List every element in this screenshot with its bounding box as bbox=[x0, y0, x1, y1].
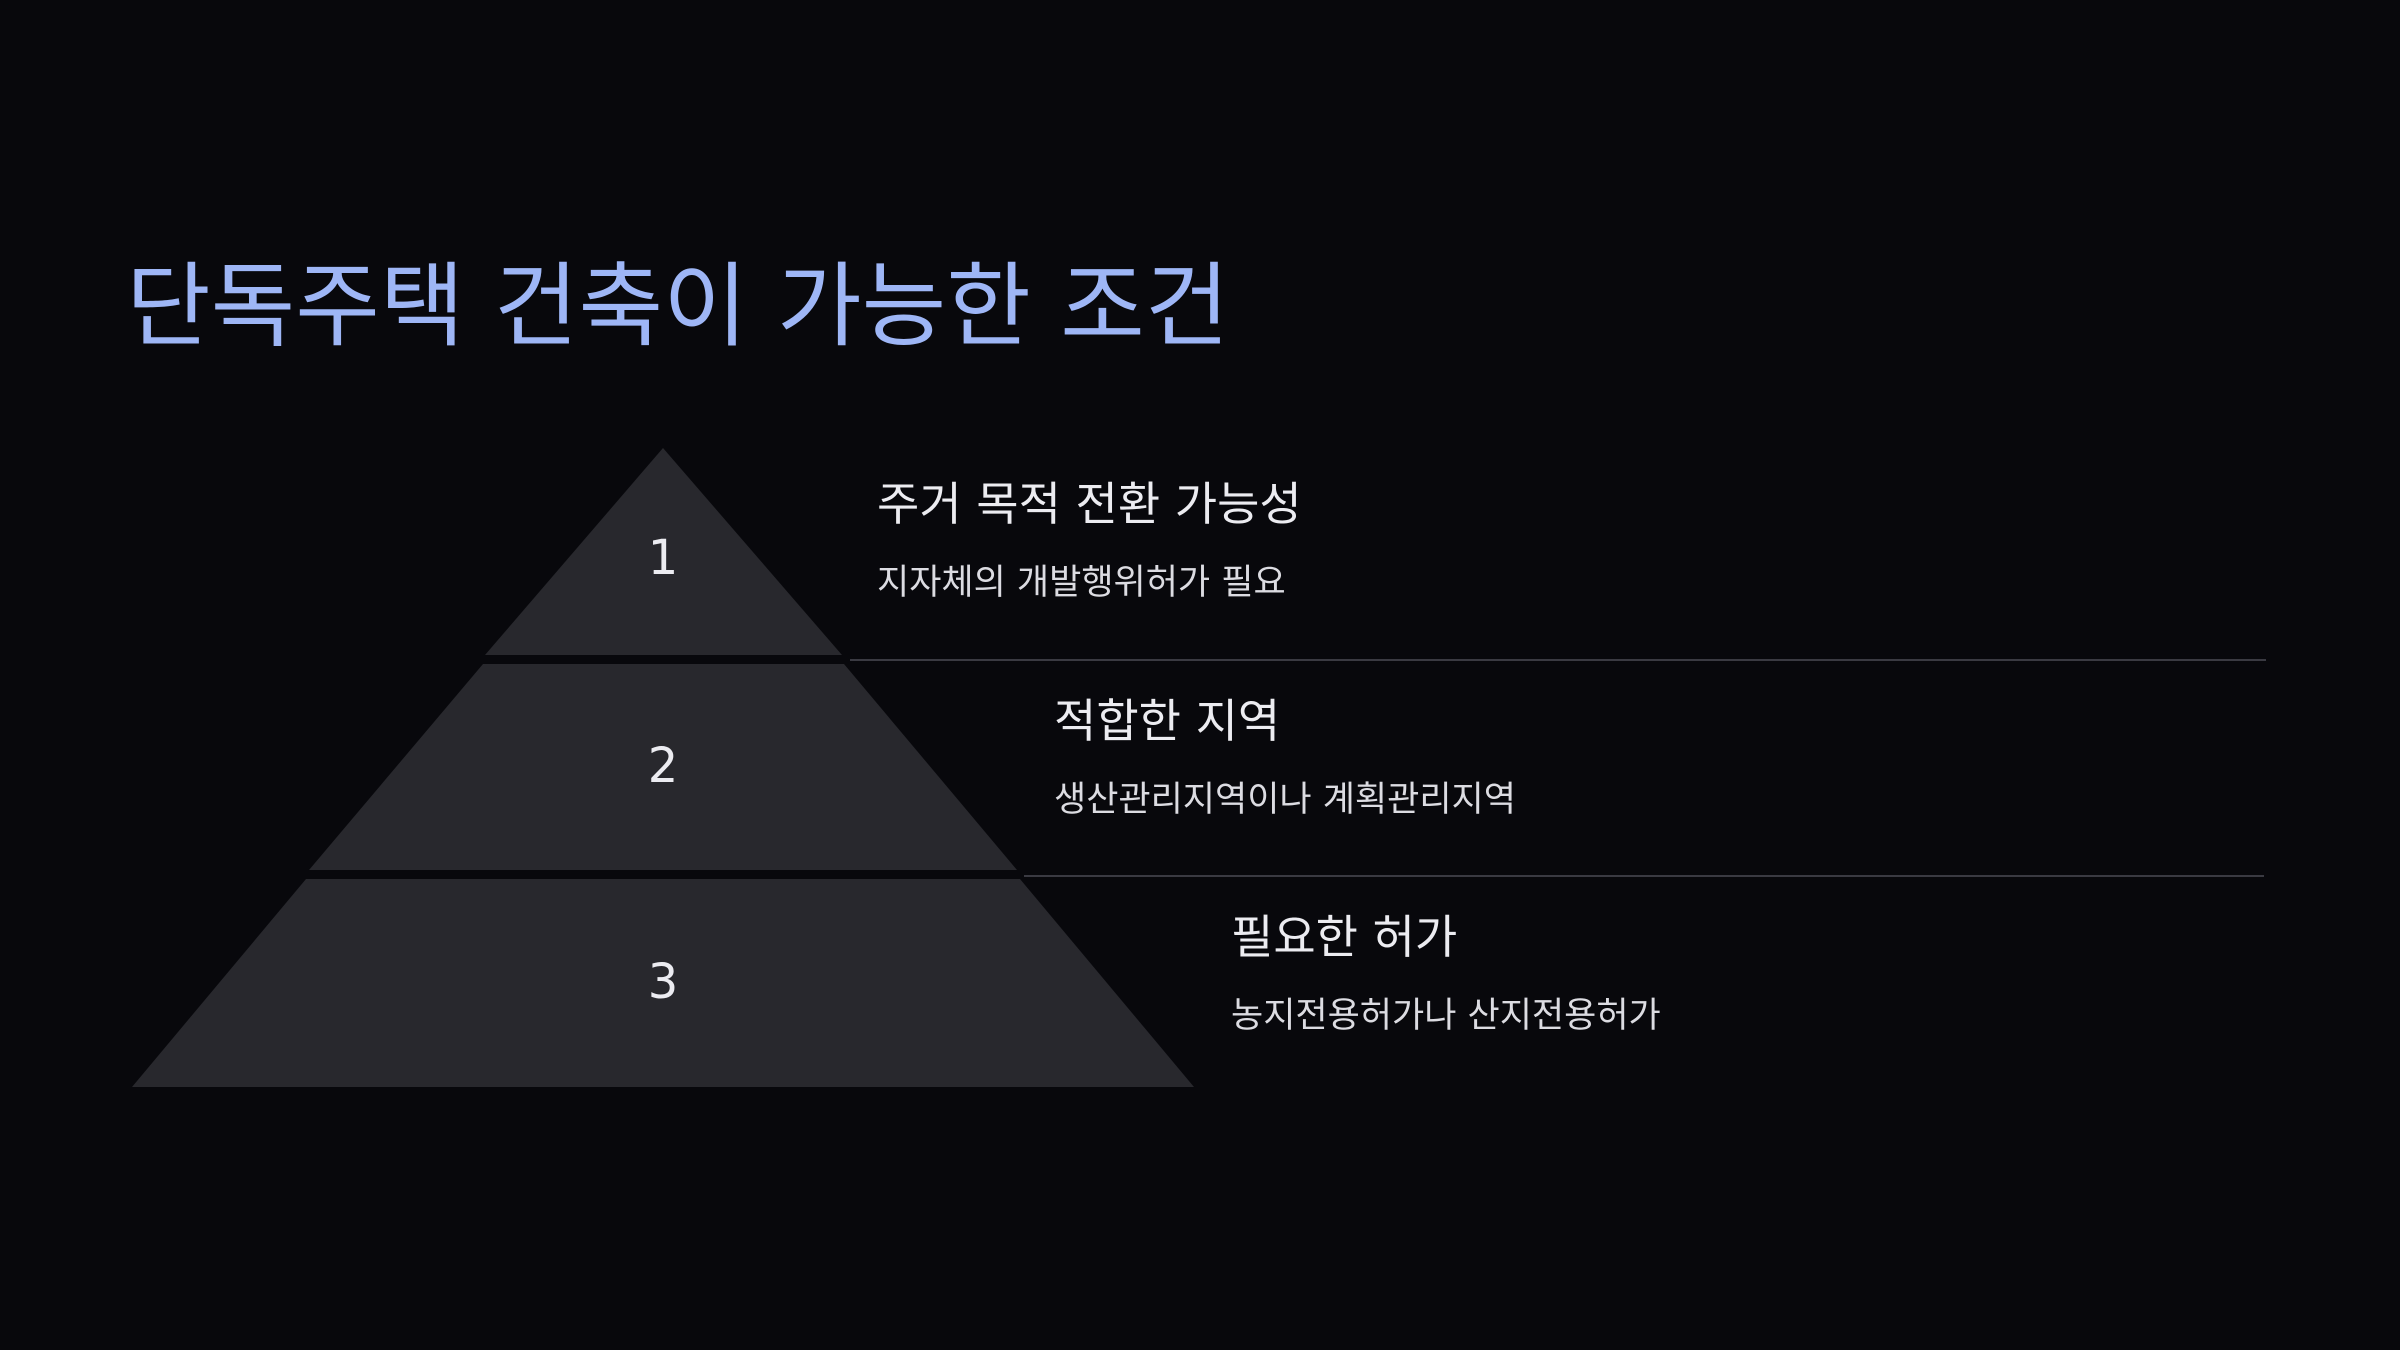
tier-divider-1 bbox=[850, 659, 2266, 661]
tier-number-1: 1 bbox=[648, 530, 679, 586]
tier-description-3: 농지전용허가나 산지전용허가 bbox=[1231, 996, 1661, 1037]
tier-description-1: 지자체의 개발행위허가 필요 bbox=[877, 563, 1286, 604]
tier-description-2: 생산관리지역이나 계획관리지역 bbox=[1054, 780, 1516, 821]
pyramid-tier-1 bbox=[485, 448, 842, 655]
tier-heading-1: 주거 목적 전환 가능성 bbox=[877, 477, 1302, 531]
tier-text-2: 적합한 지역 생산관리지역이나 계획관리지역 bbox=[1054, 694, 1516, 821]
slide-title: 단독주택 건축이 가능한 조건 bbox=[126, 253, 1230, 360]
tier-heading-3: 필요한 허가 bbox=[1231, 910, 1458, 964]
tier-number-3: 3 bbox=[648, 954, 679, 1010]
pyramid-tier-2 bbox=[309, 664, 1017, 870]
pyramid-tier-3 bbox=[132, 879, 1194, 1087]
tier-text-1: 주거 목적 전환 가능성 지자체의 개발행위허가 필요 bbox=[877, 477, 1302, 604]
tier-number-2: 2 bbox=[648, 738, 679, 794]
tier-text-3: 필요한 허가 농지전용허가나 산지전용허가 bbox=[1231, 910, 1661, 1037]
tier-divider-2 bbox=[1024, 875, 2264, 877]
tier-heading-2: 적합한 지역 bbox=[1054, 694, 1281, 748]
